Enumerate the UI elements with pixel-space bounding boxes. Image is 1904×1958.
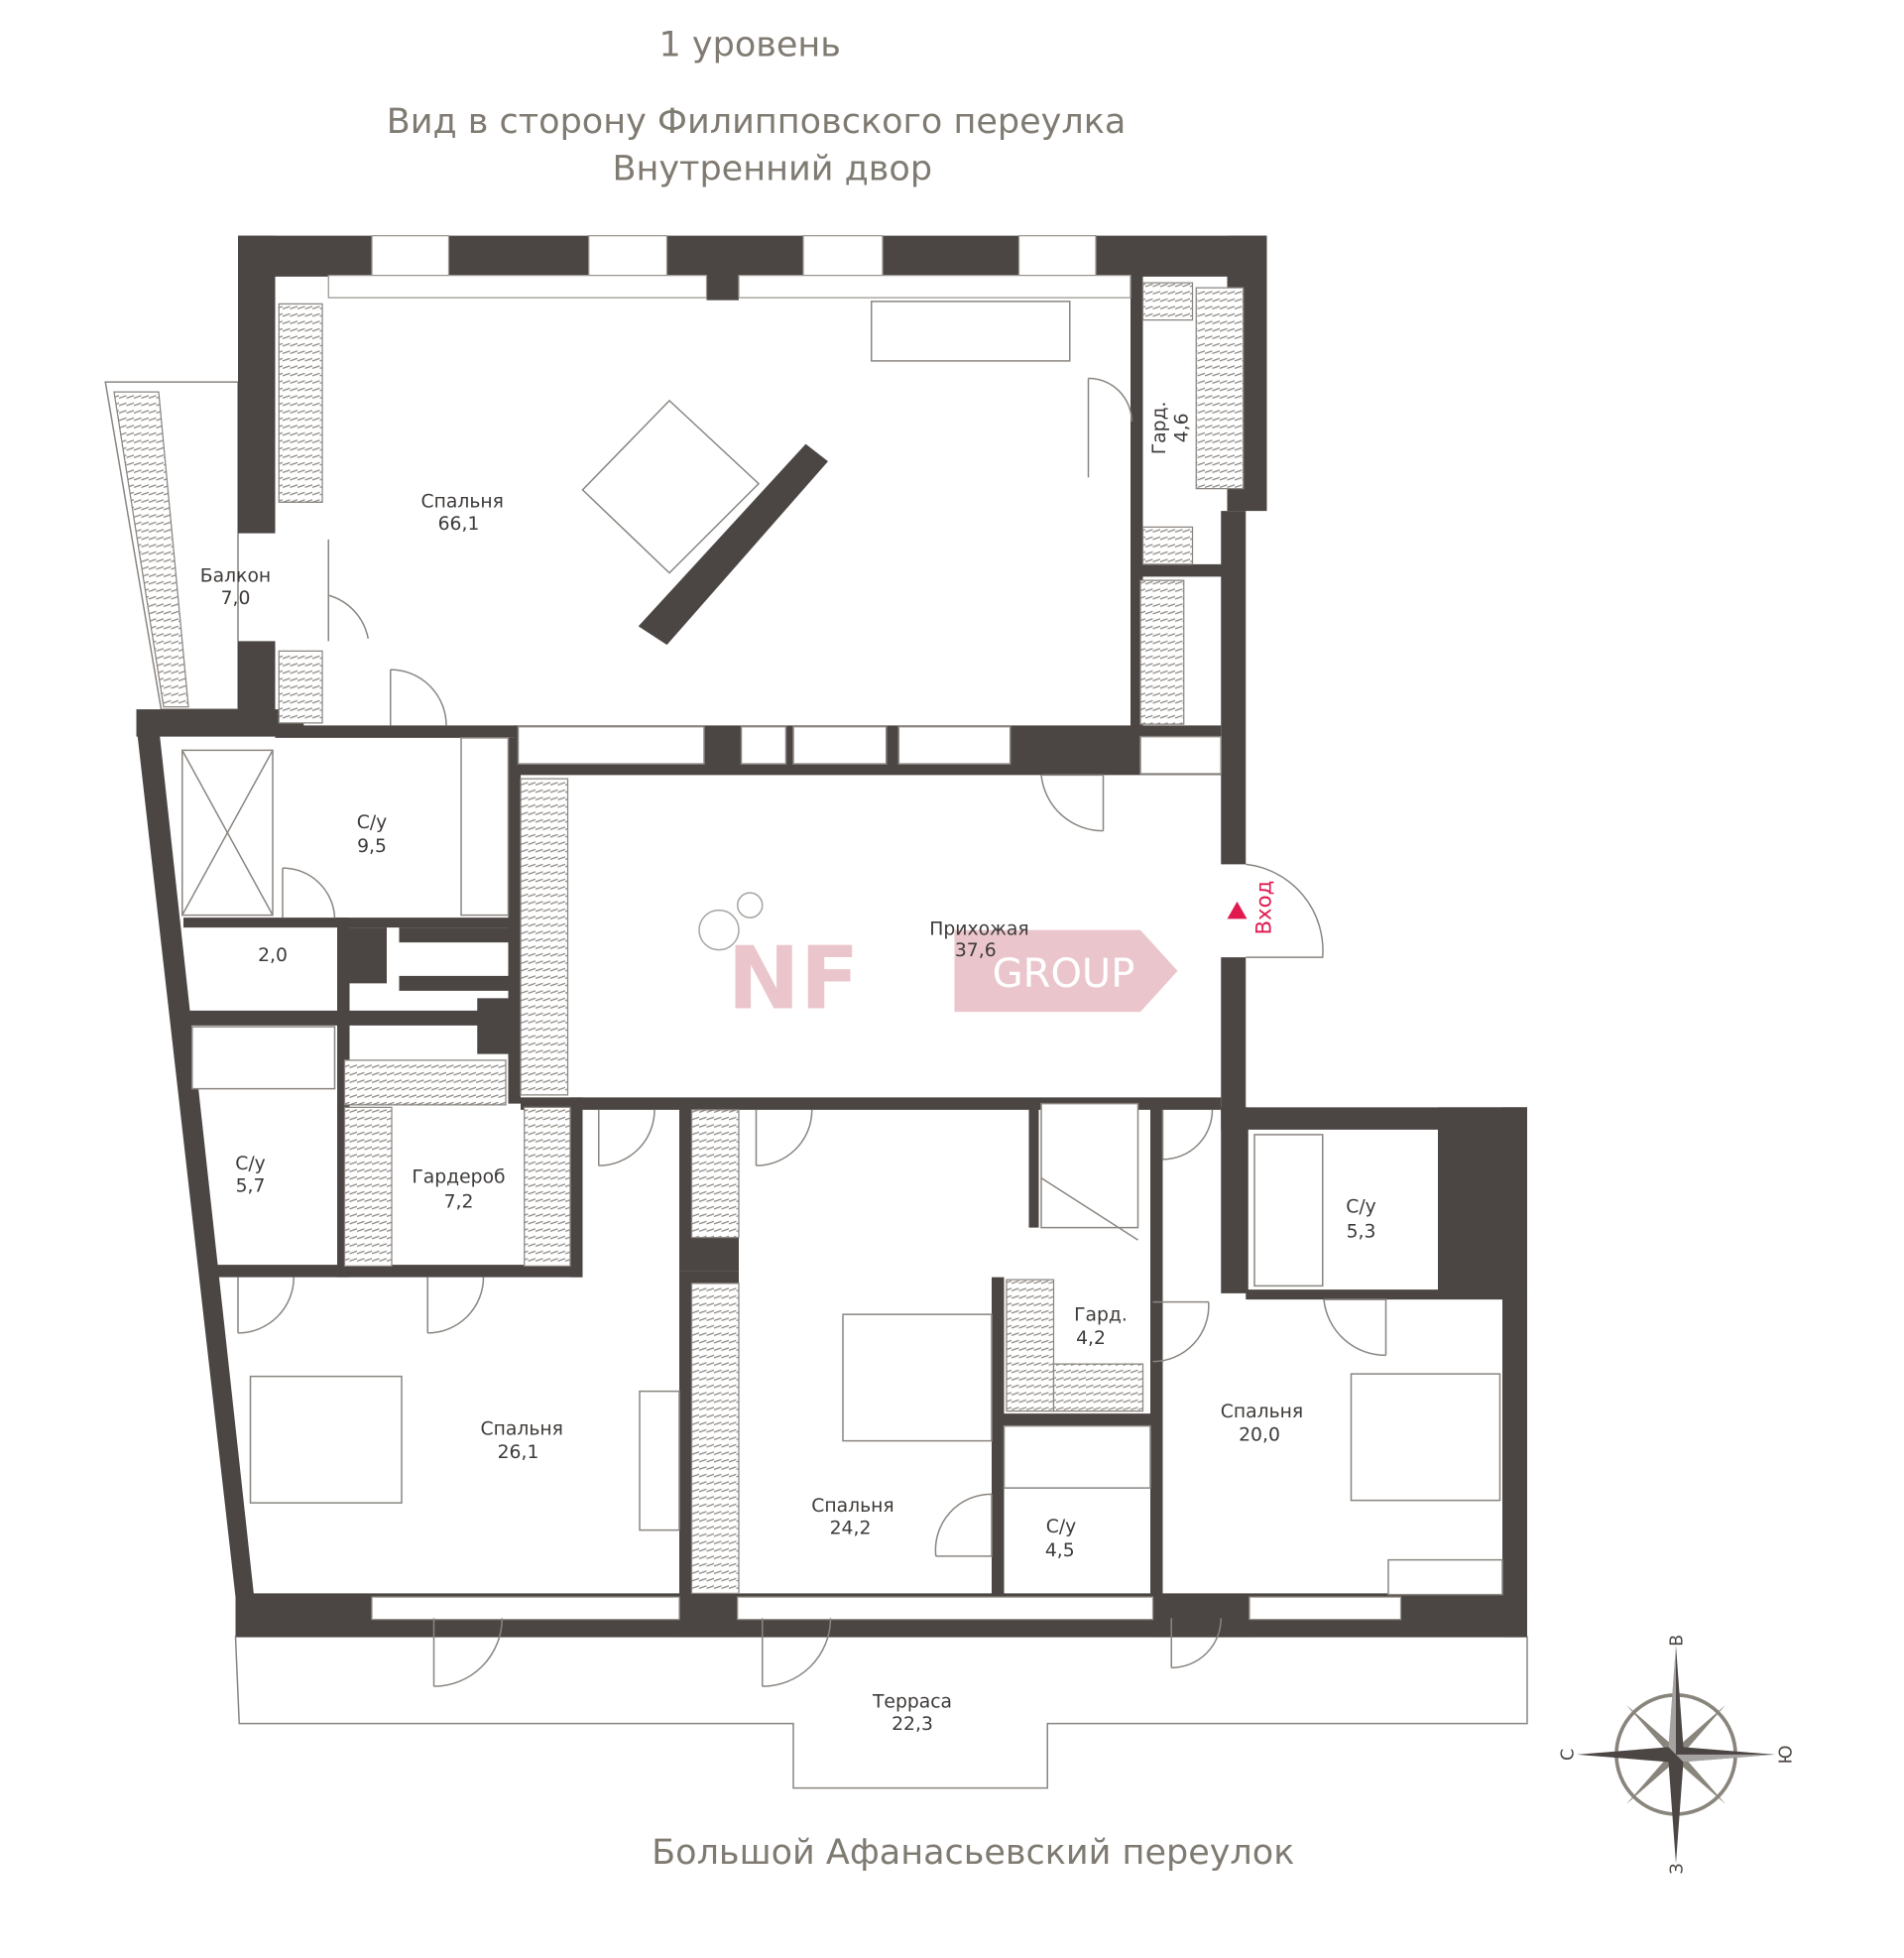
- room-area-bath-57: 5,7: [236, 1175, 266, 1196]
- room-labels: Спальня 66,1 Балкон 7,0 Гард. 4,6 С/у 9,…: [200, 401, 1376, 1734]
- room-area-bedroom-24: 24,2: [830, 1518, 872, 1538]
- room-area-balcony: 7,0: [221, 588, 251, 609]
- room-area-hall: 37,6: [955, 940, 997, 961]
- room-name-terrace: Терраса: [872, 1691, 952, 1712]
- nf-group-watermark: NF GROUP: [698, 892, 1178, 1029]
- room-name-balcony: Балкон: [200, 565, 271, 586]
- compass-south: Ю: [1776, 1745, 1796, 1764]
- room-name-bath-53: С/у: [1346, 1197, 1376, 1218]
- terrace-outline: [234, 1636, 1528, 1789]
- room-area-bath-45: 4,5: [1045, 1540, 1075, 1561]
- entrance-label: Вход: [1251, 881, 1276, 935]
- room-area-wardrobe-46: 4,6: [1172, 413, 1193, 442]
- room-name-wardrobe-46: Гард.: [1149, 401, 1170, 454]
- compass-north: С: [1558, 1749, 1578, 1761]
- doors: [237, 377, 1387, 1687]
- street-name: Большой Афанасьевский переулок: [652, 1833, 1294, 1873]
- room-name-wardrobe-72: Гардероб: [412, 1167, 505, 1188]
- room-area-wardrobe-42: 4,2: [1076, 1328, 1106, 1349]
- room-area-wardrobe-72: 7,2: [444, 1192, 474, 1213]
- room-name-bedroom-66: Спальня: [421, 491, 504, 512]
- svg-text:GROUP: GROUP: [993, 951, 1135, 997]
- svg-text:NF: NF: [727, 927, 859, 1029]
- balcony-railing: [113, 391, 189, 708]
- room-area-bedroom-66: 66,1: [438, 514, 480, 535]
- room-area-wc-20: 2,0: [258, 945, 288, 966]
- compass-west: З: [1667, 1863, 1687, 1874]
- room-area-bedroom-26: 26,1: [498, 1442, 539, 1463]
- room-name-bath-45: С/у: [1046, 1517, 1077, 1537]
- room-name-hall: Прихожая: [929, 919, 1028, 940]
- view-direction-line1: Вид в сторону Филипповского переулка: [387, 102, 1127, 142]
- view-direction-line2: Внутренний двор: [612, 149, 932, 188]
- level-title: 1 уровень: [659, 25, 841, 64]
- room-area-bath-95: 9,5: [357, 836, 387, 857]
- room-name-bedroom-20: Спальня: [1221, 1402, 1303, 1422]
- compass-east: В: [1667, 1635, 1687, 1647]
- room-name-bedroom-24: Спальня: [811, 1496, 893, 1517]
- fixtures: [181, 301, 1503, 1596]
- room-area-bath-53: 5,3: [1347, 1222, 1376, 1243]
- entrance-arrow-icon: [1227, 901, 1248, 919]
- windows: [327, 235, 1402, 1621]
- room-name-wardrobe-42: Гард.: [1074, 1304, 1128, 1325]
- entrance-marker: Вход: [1227, 881, 1276, 935]
- room-area-bedroom-20: 20,0: [1239, 1425, 1280, 1446]
- closets: [278, 282, 1245, 1594]
- room-name-bath-57: С/у: [235, 1154, 266, 1174]
- room-name-bedroom-26: Спальня: [481, 1418, 563, 1439]
- room-area-terrace: 22,3: [892, 1714, 933, 1735]
- room-name-bath-95: С/у: [357, 812, 388, 833]
- compass-rose-icon: С В Ю З: [1558, 1635, 1796, 1875]
